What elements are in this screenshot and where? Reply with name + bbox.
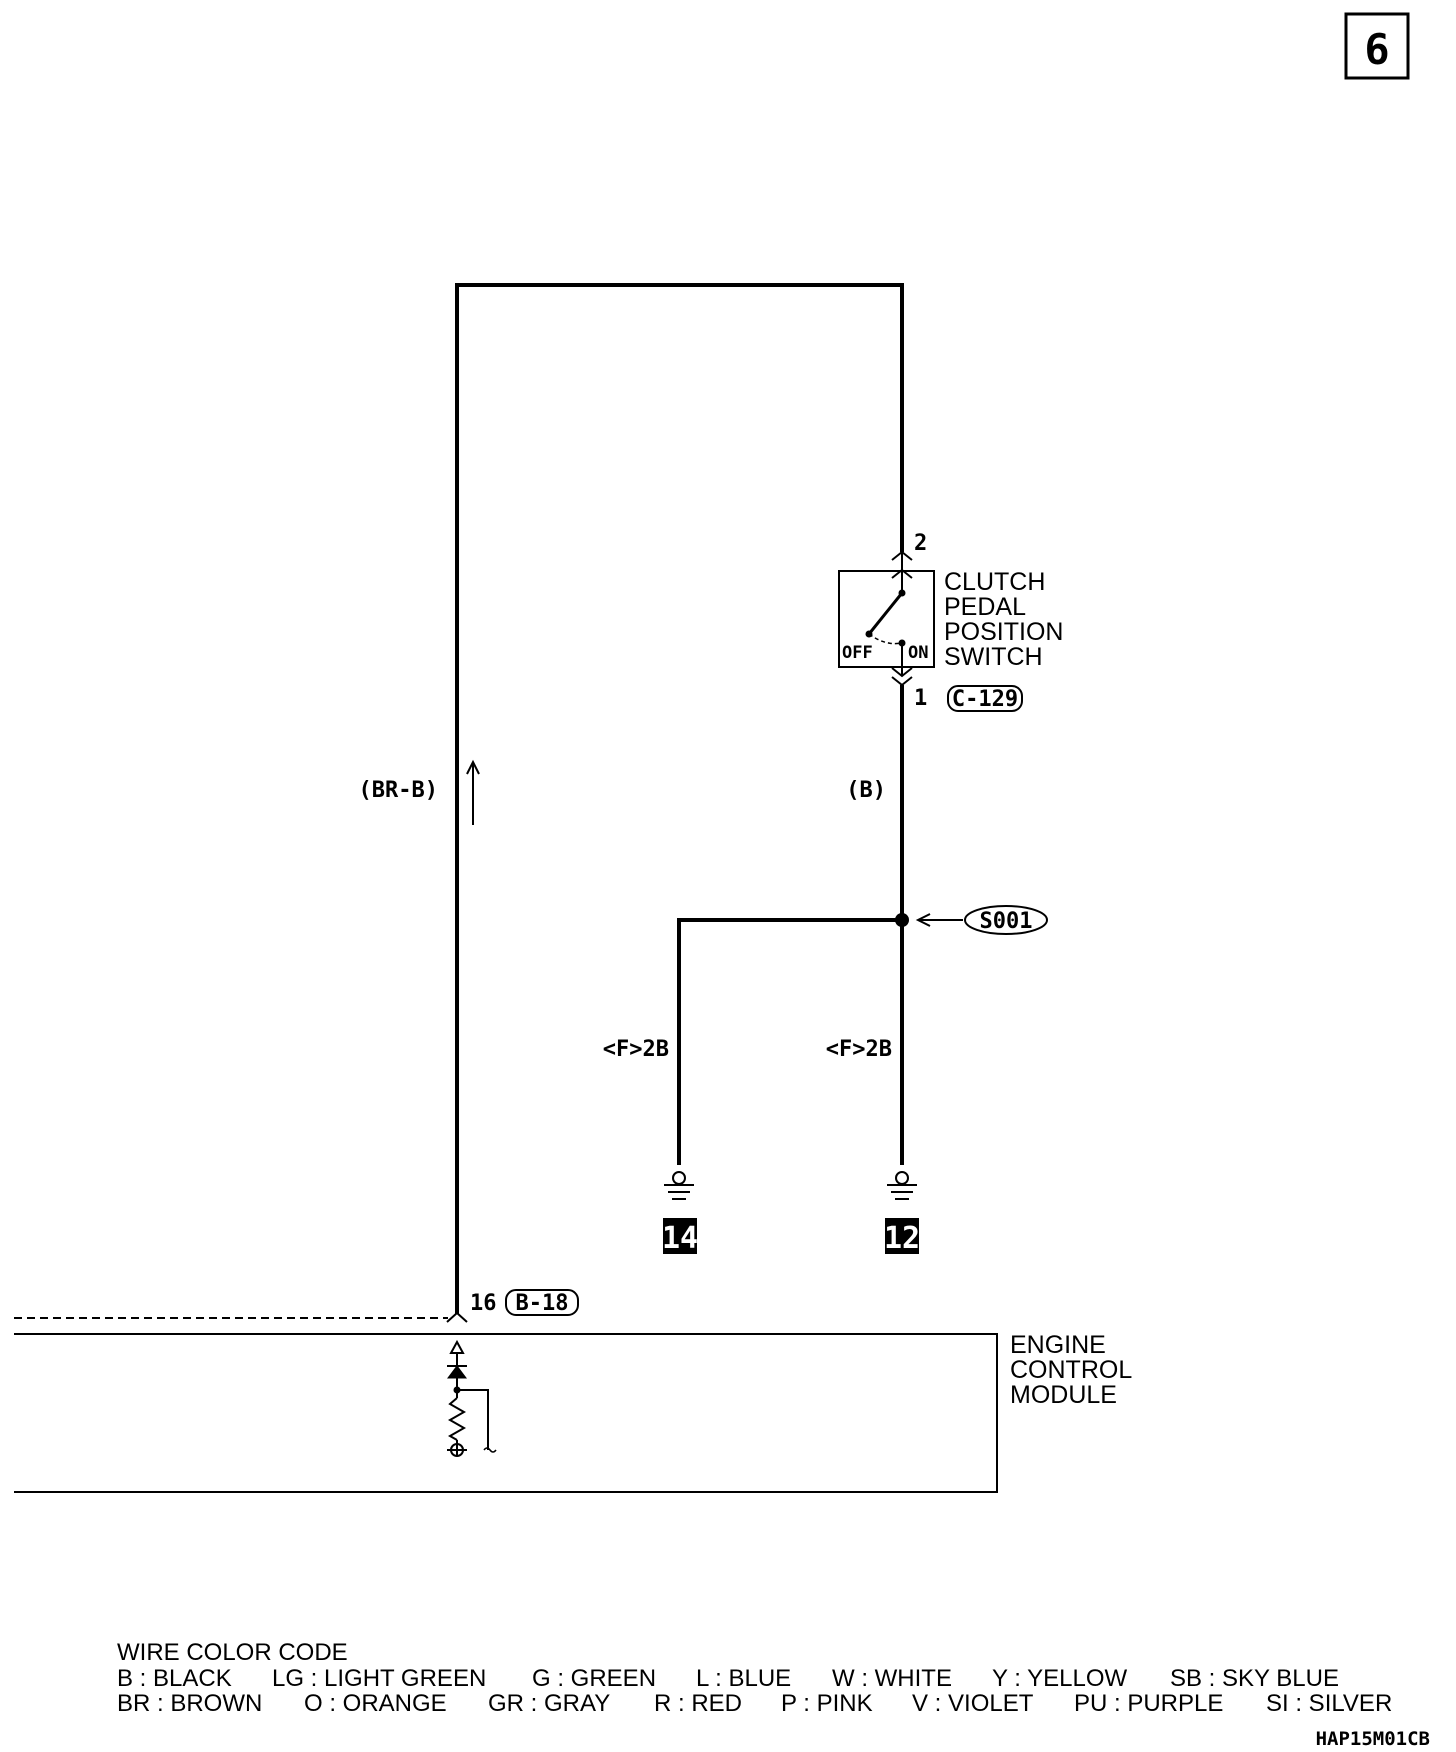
ecm-terminal-chevron xyxy=(446,1311,468,1323)
drawing-code: HAP15M01CB xyxy=(1316,1728,1430,1750)
legend-row-2: BR : BROWN O : ORANGE GR : GRAY R : RED … xyxy=(117,1690,1392,1717)
page-number: 6 xyxy=(1364,25,1389,74)
switch-terminal-bottom: 1 xyxy=(914,686,927,711)
svg-text:12: 12 xyxy=(884,1221,920,1256)
right-wire-color-label: (B) xyxy=(846,778,886,803)
svg-text:B-18: B-18 xyxy=(516,1291,569,1316)
ground-symbol-left xyxy=(664,1171,694,1200)
connector-b-18: B-18 xyxy=(505,1289,579,1316)
ground-wire-right-label: <F>2B xyxy=(826,1037,892,1062)
ground-point-12: 12 xyxy=(884,1218,920,1256)
page-number-box: 6 xyxy=(1344,12,1410,80)
svg-text:C-129: C-129 xyxy=(952,687,1018,712)
connector-c-129: C-129 xyxy=(947,685,1023,712)
ground-wire-left-label: <F>2B xyxy=(603,1037,669,1062)
ecm-name: ENGINE CONTROL MODULE xyxy=(1010,1331,1138,1409)
ecm-terminal-number: 16 xyxy=(470,1291,497,1316)
svg-text:S001: S001 xyxy=(980,909,1033,934)
splice-s001: S001 xyxy=(677,905,1048,1165)
clutch-pedal-position-switch: OFF ON xyxy=(838,550,935,687)
signal-arrow-up xyxy=(466,759,480,825)
switch-state-off: OFF xyxy=(842,643,873,663)
ground-symbol-right xyxy=(887,1171,917,1200)
engine-control-module xyxy=(14,1333,998,1493)
svg-text:14: 14 xyxy=(662,1221,698,1256)
clutch-switch-name: CLUTCH PEDAL POSITION SWITCH xyxy=(944,568,1070,671)
left-wire-color-label: (BR-B) xyxy=(359,778,438,803)
wire-color-legend: WIRE COLOR CODE B : BLACK LG : LIGHT GRE… xyxy=(117,1639,1392,1717)
switch-state-on: ON xyxy=(908,643,928,663)
wire-br-b-circuit xyxy=(455,283,904,1314)
switch-terminal-top: 2 xyxy=(914,531,927,556)
legend-title: WIRE COLOR CODE xyxy=(117,1639,348,1666)
legend-row-1: B : BLACK LG : LIGHT GREEN G : GREEN L :… xyxy=(117,1665,1339,1692)
ground-point-14: 14 xyxy=(662,1218,698,1256)
